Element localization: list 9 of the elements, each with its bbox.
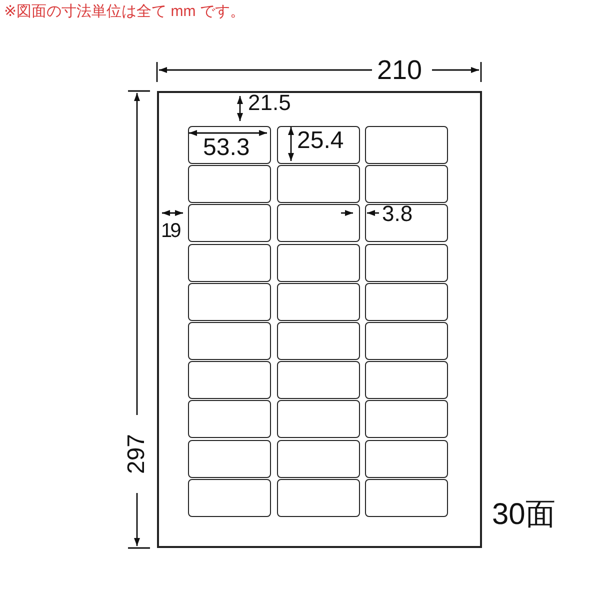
dimension-label: 3.8 [382, 203, 413, 225]
dimension-label: 210 [377, 57, 422, 84]
note-text: ※図面の寸法単位は全て mm です。 [4, 4, 245, 19]
dimension-label: 25.4 [297, 129, 344, 153]
dimension-label: 297 [125, 434, 150, 474]
sheet-count-label: 30面 [492, 500, 556, 530]
dimension-label: 21.5 [248, 92, 291, 114]
dimension-label: 53.3 [203, 136, 250, 160]
dimension-label: 19 [161, 221, 180, 241]
